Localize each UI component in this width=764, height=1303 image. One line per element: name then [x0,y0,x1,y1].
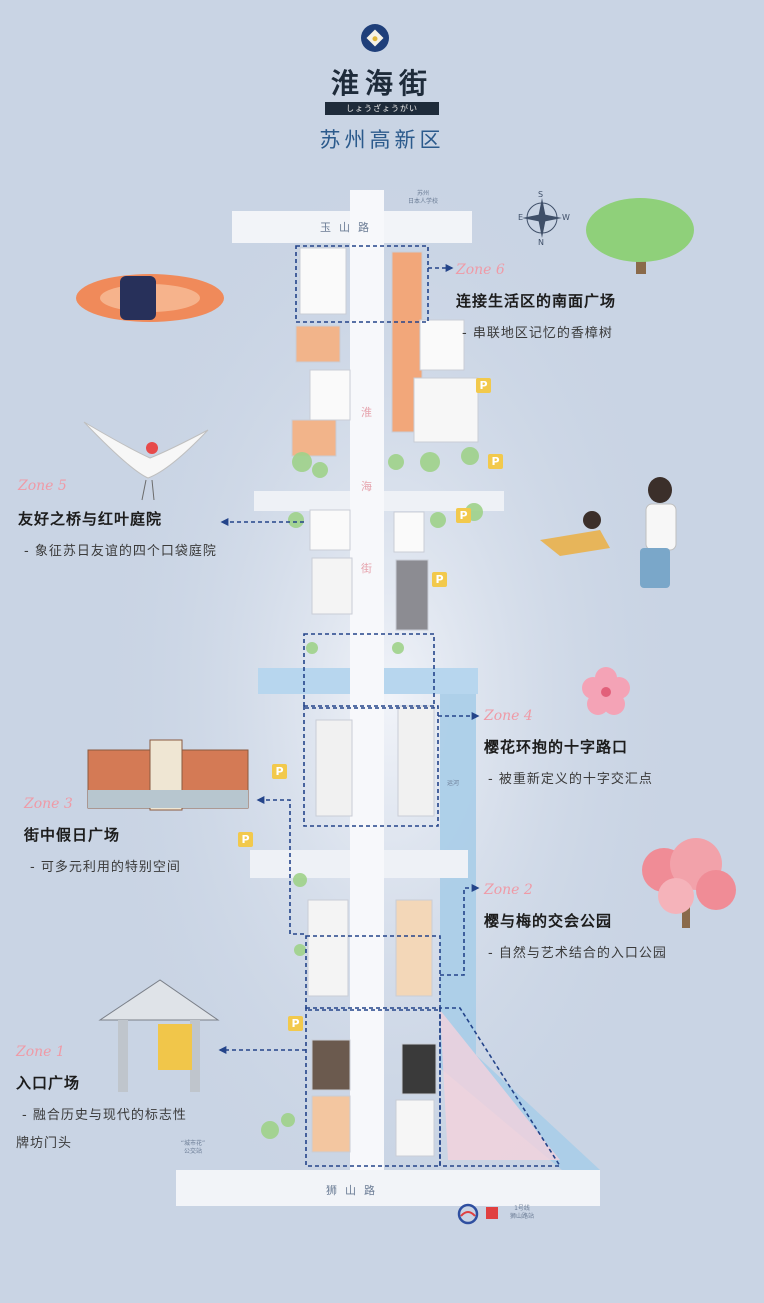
zone5-tag: Zone 5 [18,478,67,494]
zone2-tag: Zone 2 [484,882,533,898]
metro-logo-icon [457,1203,479,1225]
frame-zone6 [295,245,429,323]
compass-n-label: N [538,238,544,247]
district-subtitle: 苏州高新区 [319,128,445,152]
frame-zone4 [303,705,439,827]
zone-frames [295,245,562,1167]
parking-icon: P [272,764,287,779]
canal-label: 运河 [446,780,459,787]
sushi-illustration [76,274,224,322]
zone3-title: 街中假日广场 [24,826,121,844]
zone5-title: 友好之桥与红叶庭院 [18,510,163,528]
zone4-title: 樱花环抱的十字路口 [484,738,629,756]
road-shishan [176,1170,600,1206]
school-sign: 苏州 日本人学校 [407,190,438,205]
brand-logo-icon [361,24,389,52]
canal [440,668,600,1170]
compass-s-label: S [538,190,544,199]
buildings-west [291,247,353,1153]
frame-zone2-park [439,1007,562,1167]
zone1-title: 入口广场 [16,1074,81,1092]
zone2-desc: - 自然与艺术结合的入口公园 [488,946,667,961]
street-char-3: 街 [361,562,372,575]
metro-arrow-icon [486,1207,498,1219]
zone4-tag: Zone 4 [484,708,533,724]
parking-icon: P [288,1016,303,1031]
parking-icon: P [476,378,491,393]
metro-station-sign: 1号线 狮山路站 [509,1205,534,1220]
street-char-1: 淮 [361,406,372,419]
zone3-desc: - 可多元利用的特别空间 [30,860,181,875]
zone1-desc-line2: 牌坊门头 [16,1136,73,1151]
building-sketch-illustration [87,739,249,811]
zone4-desc: - 被重新定义的十字交汇点 [488,772,653,787]
zone2-title: 樱与梅的交会公园 [484,912,613,930]
zone6-title: 连接生活区的南面广场 [456,292,617,310]
title-kana: しょうざょうがい [325,102,439,115]
page-title: 淮海街 [330,67,433,100]
street-char-2: 海 [361,480,372,493]
crane-illustration [83,421,209,501]
zone3-tag: Zone 3 [24,796,73,812]
bus-stop-sign: “城市花” 公交站 [180,1140,206,1155]
connectors [218,264,480,1054]
sakura-flower-icon [582,667,630,715]
road-label-yushan: 玉山路 [320,221,377,234]
map-glow [90,140,690,1260]
zone1-tag: Zone 1 [16,1044,65,1060]
cherry-tree-illustration [642,838,736,928]
parking-icon: P [238,832,253,847]
zone1-desc: - 融合历史与现代的标志性 [22,1108,187,1123]
buildings-east [391,251,560,1160]
compass-icon [522,198,562,238]
zone6-tag: Zone 6 [456,262,505,278]
arrow-zone3 [256,796,304,935]
main-street [350,190,384,1170]
zone6-desc: - 串联地区记忆的香樟树 [462,326,613,341]
frame-zone2 [305,935,441,1011]
parking-icon: P [488,454,503,469]
parking-icon: P [456,508,471,523]
frame-zone5 [303,633,435,709]
road-label-shishan: 狮山路 [326,1184,383,1197]
tree-illustration [586,198,694,274]
compass-w-label: W [562,213,570,222]
family-illustration [540,477,677,588]
gate-illustration [98,979,220,1092]
greenery [261,447,483,1139]
zone5-desc: - 象征苏日友谊的四个口袋庭院 [24,544,217,559]
parking-icon: P [432,572,447,587]
compass-e-label: E [518,213,524,222]
